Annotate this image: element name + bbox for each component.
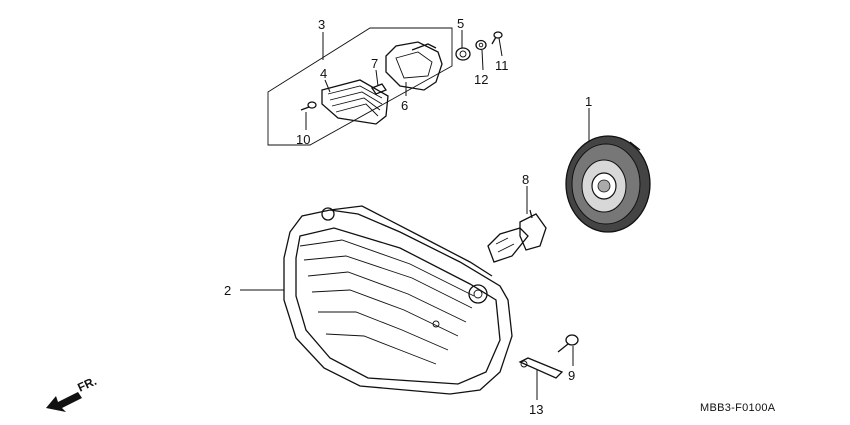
washer — [475, 39, 487, 51]
callout-3: 3 — [318, 17, 325, 32]
headlight-bulb — [487, 209, 547, 263]
screw-10 — [300, 101, 317, 111]
callout-4: 4 — [320, 66, 327, 81]
callout-12: 12 — [474, 72, 488, 87]
callout-13: 13 — [529, 402, 543, 417]
diagram-code: MBB3-F0100A — [700, 402, 776, 414]
callout-11: 11 — [495, 58, 509, 73]
callout-8: 8 — [522, 172, 529, 187]
adjuster-bracket — [518, 357, 564, 379]
dust-cover — [565, 135, 651, 233]
position-light-housing — [385, 41, 443, 91]
callout-10: 10 — [296, 132, 310, 147]
front-direction-arrow: FR. — [46, 374, 99, 412]
callout-9: 9 — [568, 368, 575, 383]
grommet — [455, 47, 471, 61]
callout-2: 2 — [224, 283, 231, 298]
small-bulb — [371, 83, 387, 95]
headlight-unit — [283, 205, 513, 395]
leader-lines — [240, 30, 590, 400]
bolt — [557, 334, 579, 353]
screw-11 — [491, 31, 503, 45]
sub-assembly-frame — [267, 27, 453, 146]
callout-1: 1 — [585, 94, 592, 109]
callout-6: 6 — [401, 98, 408, 113]
position-light-lens — [321, 79, 389, 125]
callout-5: 5 — [457, 16, 464, 31]
callout-7: 7 — [371, 56, 378, 71]
front-label: FR. — [75, 374, 98, 395]
